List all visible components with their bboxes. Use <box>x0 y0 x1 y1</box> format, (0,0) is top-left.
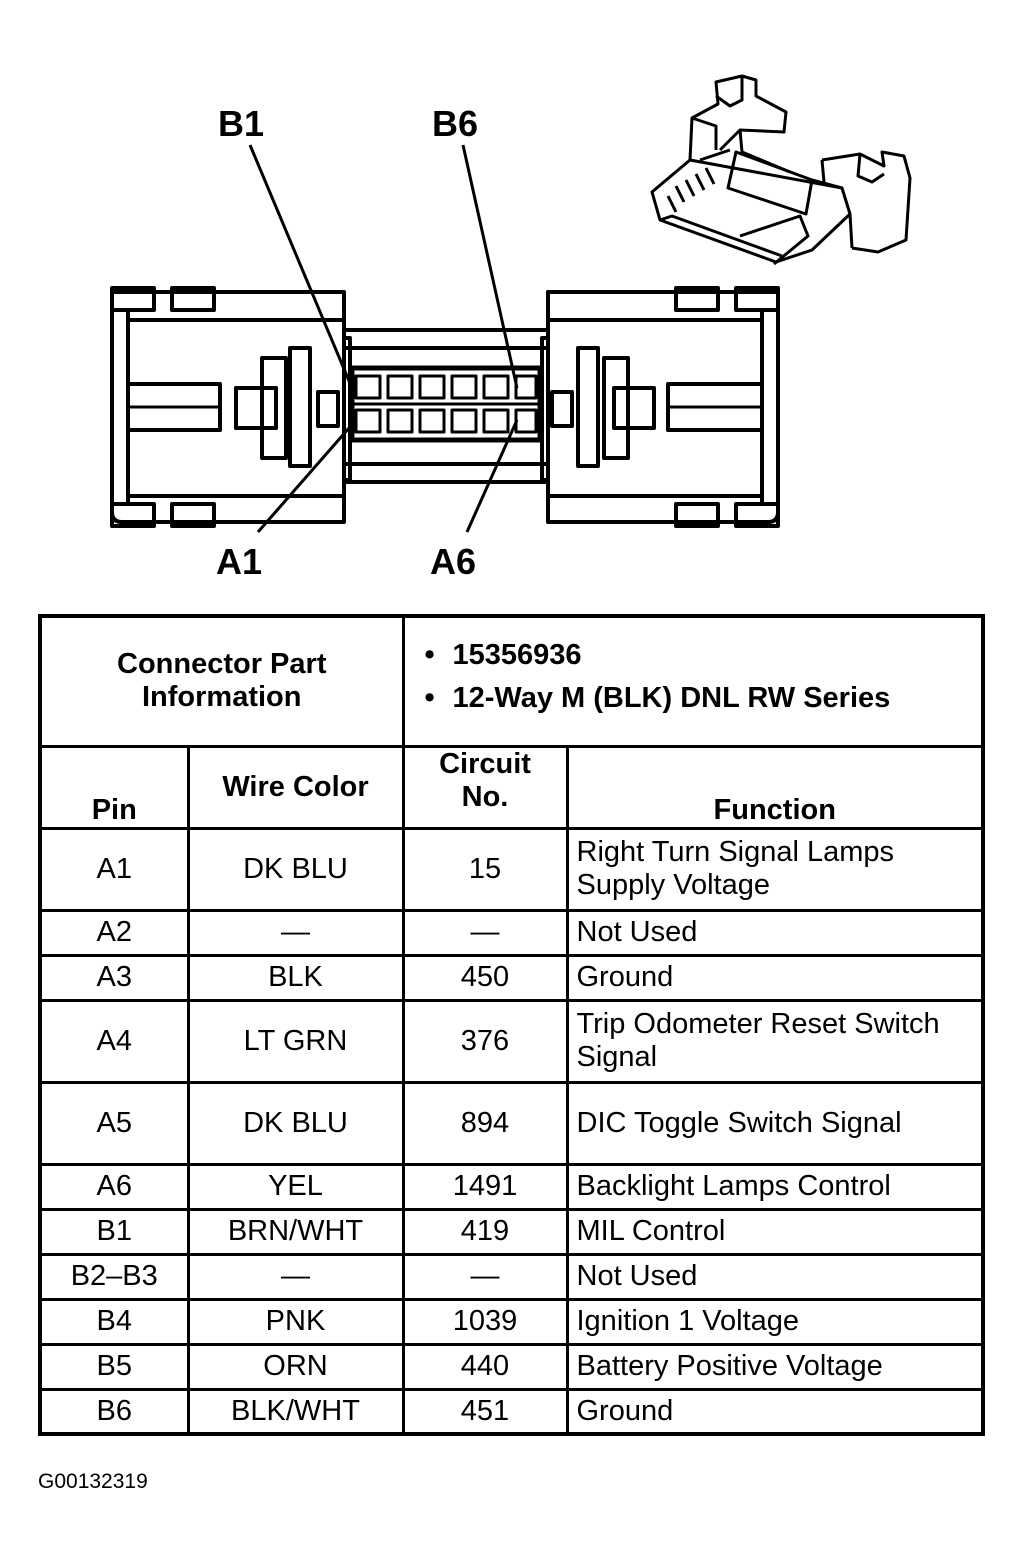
pin-cell: A1 <box>38 826 190 912</box>
wire-color-cell: BLK <box>186 953 405 1002</box>
pin-cell: A2 <box>38 908 190 957</box>
pin-cell: B1 <box>38 1207 190 1256</box>
table-row: B2–B3——Not Used <box>38 1252 985 1301</box>
function-cell: Ground <box>565 953 985 1002</box>
leader-lines <box>248 144 519 533</box>
function-cell: Backlight Lamps Control <box>565 1162 985 1211</box>
circuit-cell: 15 <box>401 826 569 912</box>
function-cell: MIL Control <box>565 1207 985 1256</box>
function-cell: Battery Positive Voltage <box>565 1342 985 1391</box>
wire-color-cell: — <box>186 1252 405 1301</box>
label-a1: A1 <box>216 541 262 582</box>
circuit-cell: 376 <box>401 998 569 1084</box>
connector-pinout-table: Connector Part Information 15356936 12-W… <box>38 614 985 1436</box>
pin-cell: B5 <box>38 1342 190 1391</box>
pin-cell: B4 <box>38 1297 190 1346</box>
col-header-circuit-no: Circuit No. <box>401 744 569 830</box>
function-cell: Ignition 1 Voltage <box>565 1297 985 1346</box>
connector-face-diagram: B1 B6 A1 A6 <box>110 74 912 582</box>
circuit-cell: — <box>401 908 569 957</box>
circuit-cell: 894 <box>401 1080 569 1166</box>
pin-cell: A4 <box>38 998 190 1084</box>
function-cell: Not Used <box>565 1252 985 1301</box>
pin-cell: B6 <box>38 1387 190 1436</box>
connector-isometric-icon <box>650 74 912 266</box>
wire-color-cell: LT GRN <box>186 998 405 1084</box>
connector-info-details: 15356936 12-Way M (BLK) DNL RW Series <box>401 614 985 748</box>
circuit-cell: 450 <box>401 953 569 1002</box>
wire-color-cell: ORN <box>186 1342 405 1391</box>
circuit-cell: 1039 <box>401 1297 569 1346</box>
circuit-cell: 451 <box>401 1387 569 1436</box>
pin-cell: A3 <box>38 953 190 1002</box>
wire-color-cell: YEL <box>186 1162 405 1211</box>
pin-cell: B2–B3 <box>38 1252 190 1301</box>
terminal-cavities <box>342 328 550 484</box>
col-header-pin: Pin <box>38 744 190 830</box>
wire-color-cell: BRN/WHT <box>186 1207 405 1256</box>
left-housing <box>110 286 352 528</box>
wire-color-cell: PNK <box>186 1297 405 1346</box>
col-header-wire-color: Wire Color <box>186 744 405 830</box>
circuit-cell: — <box>401 1252 569 1301</box>
circuit-cell: 1491 <box>401 1162 569 1211</box>
wire-color-cell: — <box>186 908 405 957</box>
figure-id: G00132319 <box>38 1470 148 1493</box>
wire-color-cell: BLK/WHT <box>186 1387 405 1436</box>
wire-color-cell: DK BLU <box>186 826 405 912</box>
pin-cell: A6 <box>38 1162 190 1211</box>
connector-info-row: Connector Part Information 15356936 12-W… <box>38 614 985 748</box>
label-a6: A6 <box>430 541 476 582</box>
wire-color-cell: DK BLU <box>186 1080 405 1166</box>
label-b6: B6 <box>432 103 478 144</box>
circuit-cell: 440 <box>401 1342 569 1391</box>
function-cell: Not Used <box>565 908 985 957</box>
circuit-cell: 419 <box>401 1207 569 1256</box>
right-housing <box>540 286 780 528</box>
connector-part-number: 15356936 <box>419 639 968 672</box>
function-cell: Right Turn Signal Lamps Supply Voltage <box>565 826 985 912</box>
col-header-function: Function <box>565 744 985 830</box>
pin-cell: A5 <box>38 1080 190 1166</box>
function-cell: DIC Toggle Switch Signal <box>565 1080 985 1166</box>
connector-info-title: Connector Part Information <box>38 614 405 748</box>
table-header-row: Pin Wire Color Circuit No. Function <box>38 744 985 830</box>
connector-description: 12-Way M (BLK) DNL RW Series <box>419 682 968 715</box>
label-b1: B1 <box>218 103 264 144</box>
table-row: A2——Not Used <box>38 908 985 957</box>
function-cell: Trip Odometer Reset Switch Signal <box>565 998 985 1084</box>
function-cell: Ground <box>565 1387 985 1436</box>
